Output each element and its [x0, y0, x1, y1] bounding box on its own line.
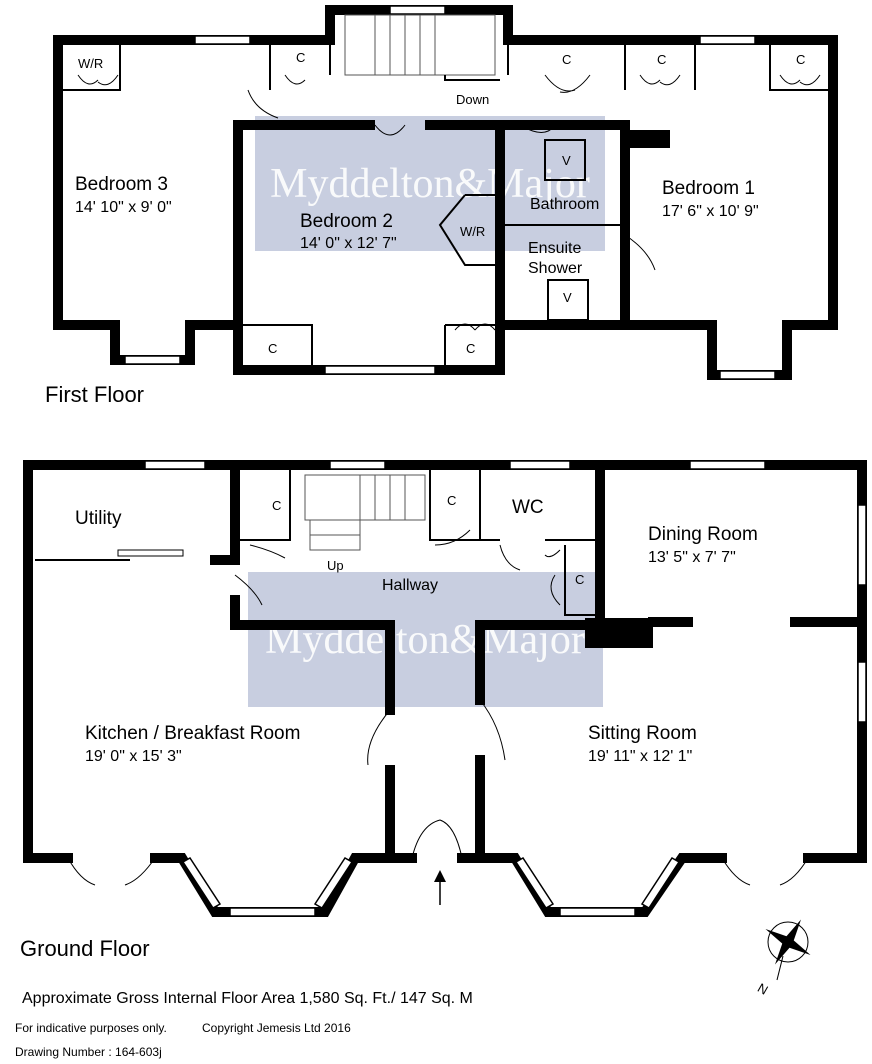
- sitting-name: Sitting Room: [588, 723, 697, 744]
- kitchen-name: Kitchen / Breakfast Room: [85, 723, 300, 744]
- ensuite-name-line1: Ensuite: [528, 240, 581, 257]
- wardrobe-bedroom2-label: W/R: [460, 224, 485, 239]
- wardrobe-bedroom3-label: W/R: [78, 56, 103, 71]
- first-floor-windows: [124, 5, 776, 380]
- first-floor-doors: [77, 74, 821, 331]
- bedroom3-name: Bedroom 3: [75, 174, 168, 195]
- ground-floor-label: Ground Floor: [20, 936, 150, 961]
- wc-name: WC: [512, 497, 544, 518]
- bedroom2-dims: 14' 0" x 12' 7": [300, 235, 397, 252]
- cupboard-bedroom1-1-label: C: [657, 52, 666, 67]
- first-floor-stairs: [344, 14, 500, 81]
- down-label: Down: [456, 92, 489, 107]
- cupboard-bedroom2-1-label: C: [268, 341, 277, 356]
- utility-name: Utility: [75, 508, 122, 529]
- watermark-text: Myddelton&Major: [270, 161, 590, 207]
- bedroom1-name: Bedroom 1: [662, 178, 755, 199]
- bathroom-name: Bathroom: [530, 196, 599, 213]
- kitchen-dims: 19' 0" x 15' 3": [85, 748, 182, 765]
- bedroom3-dims: 14' 10" x 9' 0": [75, 199, 172, 216]
- ground-floor-windows: [144, 460, 867, 917]
- utility-worktop: [117, 549, 184, 557]
- vent-ensuite-label: V: [563, 290, 572, 305]
- dining-name: Dining Room: [648, 524, 758, 545]
- cupboard-bedroom1-2-label: C: [796, 52, 805, 67]
- ground-floor-stairs: [304, 474, 426, 551]
- vent-bathroom: [544, 139, 586, 181]
- hallway-name: Hallway: [382, 577, 438, 594]
- vent-ensuite: [547, 279, 589, 321]
- dining-dims: 13' 5" x 7' 7": [648, 549, 736, 566]
- compass-north-label: N: [755, 980, 771, 998]
- ground-floor-doors: [67, 529, 809, 886]
- area-summary: Approximate Gross Internal Floor Area 1,…: [22, 990, 473, 1007]
- cupboard-hall-2-label: C: [447, 493, 456, 508]
- cupboard-bedroom2-2-label: C: [466, 341, 475, 356]
- copyright: Copyright Jemesis Ltd 2016: [202, 1021, 351, 1035]
- cupboard-landing-1-label: C: [296, 50, 305, 65]
- disclaimer: For indicative purposes only.: [15, 1021, 167, 1035]
- first-floor-label: First Floor: [45, 382, 144, 407]
- bedroom2-name: Bedroom 2: [300, 211, 393, 232]
- bedroom1-dims: 17' 6" x 10' 9": [662, 203, 759, 220]
- cupboard-hall-1-label: C: [272, 498, 281, 513]
- sitting-dims: 19' 11" x 12' 1": [588, 748, 692, 765]
- entrance-arrow: [434, 870, 446, 905]
- compass-rose-icon: [765, 919, 811, 981]
- ensuite-name-line2: Shower: [528, 260, 583, 277]
- vent-bathroom-label: V: [562, 153, 571, 168]
- up-label: Up: [327, 558, 344, 573]
- drawing-number: Drawing Number : 164-603j: [15, 1045, 162, 1059]
- cupboard-landing-2-label: C: [562, 52, 571, 67]
- cupboard-hall-3-label: C: [575, 572, 584, 587]
- watermark-first-floor: Myddelton&Major: [255, 116, 605, 251]
